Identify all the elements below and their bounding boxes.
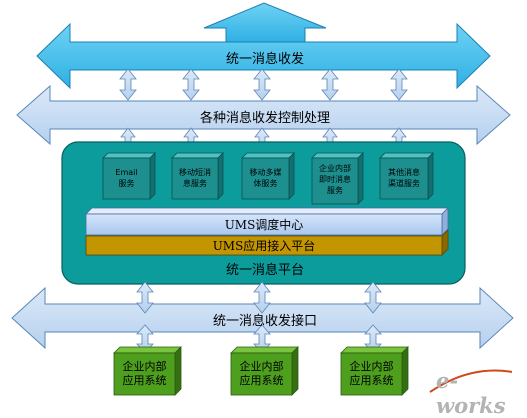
app-system-label: 企业内部应用系统 bbox=[239, 360, 284, 387]
top-connector-arrows bbox=[119, 68, 408, 101]
connector-arrow bbox=[119, 68, 137, 101]
dispatch-center-bar bbox=[85, 207, 449, 236]
watermark-swoosh bbox=[429, 369, 513, 393]
top-double-arrow bbox=[36, 22, 491, 90]
connector-arrow bbox=[253, 68, 271, 101]
connector-arrow bbox=[182, 68, 200, 101]
service-im-label: 企业内部即时消息服务 bbox=[319, 164, 351, 195]
connector-arrow bbox=[321, 68, 339, 101]
app-system-label: 企业内部应用系统 bbox=[349, 360, 394, 387]
platform-interface-connectors bbox=[136, 281, 382, 314]
service-mms-label: 移动多媒体服务 bbox=[249, 168, 282, 188]
top-arrow-label: 统一消息收发 bbox=[225, 52, 304, 67]
interface-app-connectors bbox=[136, 324, 382, 354]
app-system-label: 企业内部应用系统 bbox=[122, 360, 167, 387]
app-system-box bbox=[340, 346, 409, 396]
service-other-label: 其他消息渠道服务 bbox=[388, 168, 420, 188]
app-system-box bbox=[113, 346, 182, 396]
service-box-other bbox=[379, 152, 434, 200]
service-box-email bbox=[102, 152, 156, 200]
connector-arrow bbox=[364, 281, 382, 314]
connector-arrow bbox=[253, 281, 271, 314]
control-double-arrow bbox=[16, 84, 511, 146]
watermark-logo: e-works bbox=[436, 368, 506, 418]
service-boxes bbox=[102, 152, 434, 205]
connector-arrow bbox=[136, 281, 154, 314]
service-box-im bbox=[311, 152, 364, 205]
access-platform-bar bbox=[85, 229, 449, 256]
app-system-boxes bbox=[113, 346, 409, 396]
service-sms-label: 移动短消息服务 bbox=[179, 168, 211, 188]
connector-arrow bbox=[390, 68, 408, 101]
top-up-arrow bbox=[203, 2, 327, 43]
service-box-sms bbox=[171, 152, 224, 200]
dispatch-center-label: UMS调度中心 bbox=[224, 218, 304, 232]
control-arrow-label: 各种消息收发控制处理 bbox=[199, 111, 330, 126]
access-platform-label: UMS应用接入平台 bbox=[212, 239, 316, 253]
app-system-box bbox=[230, 346, 299, 396]
diagram-canvas bbox=[11, 2, 514, 396]
platform-label: 统一消息平台 bbox=[225, 263, 304, 278]
top-unified-arrow bbox=[36, 2, 491, 90]
service-box-mms bbox=[241, 152, 295, 200]
interface-double-arrow bbox=[11, 286, 514, 350]
interface-arrow-label: 统一消息收发接口 bbox=[212, 314, 317, 329]
